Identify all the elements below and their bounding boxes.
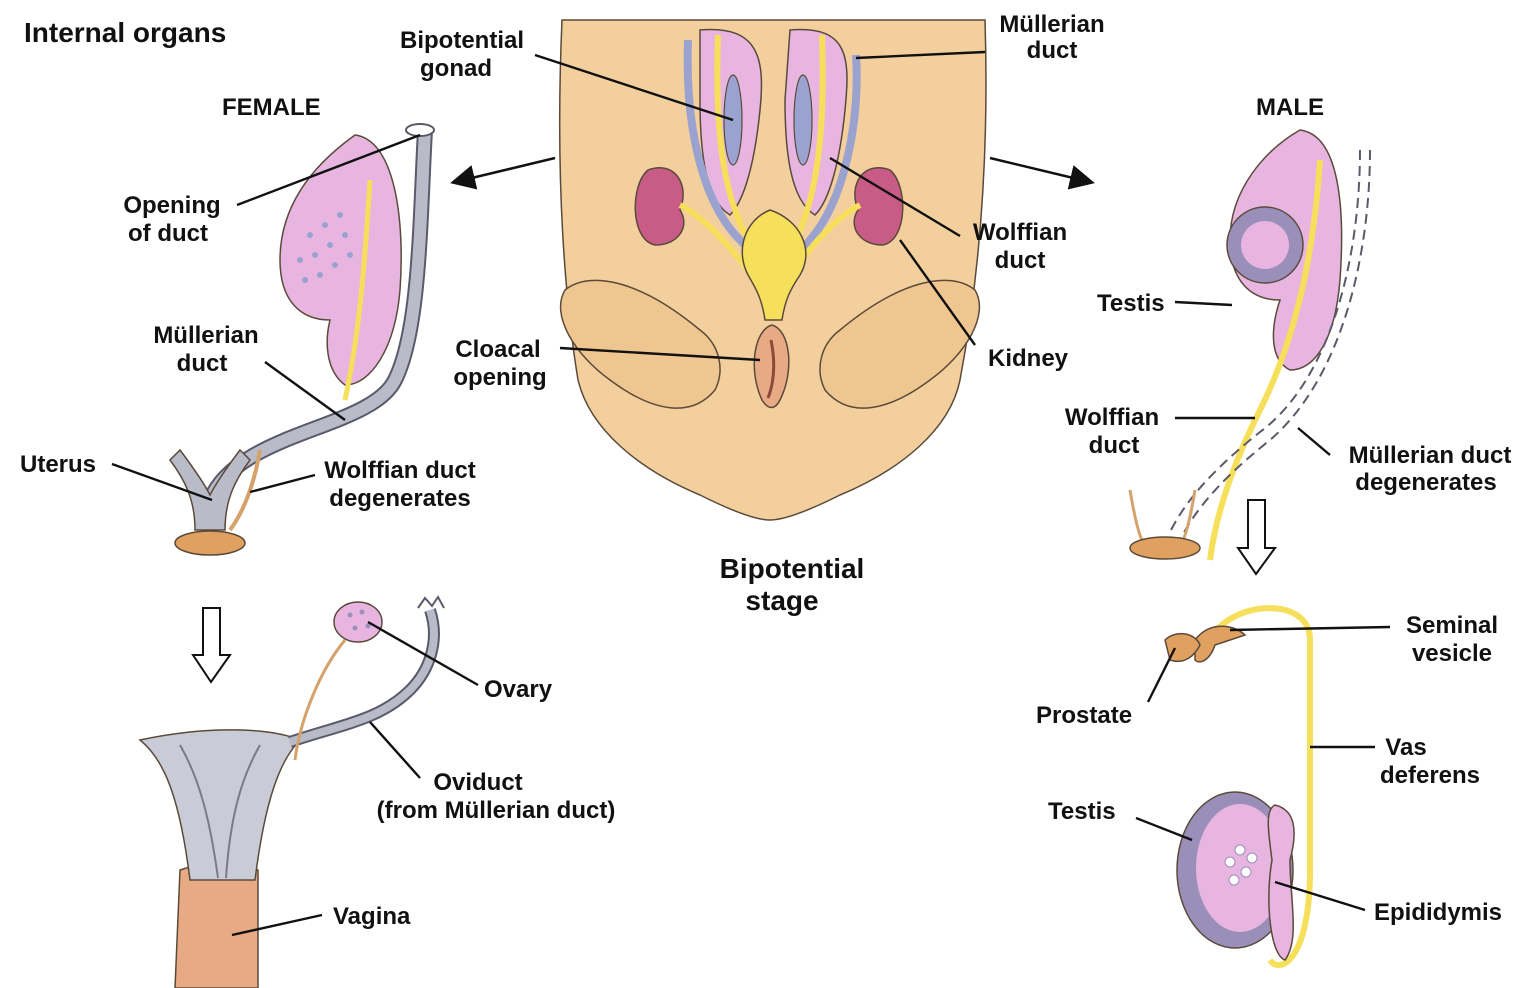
- label-oviduct-1: Oviduct: [433, 769, 522, 796]
- male-down-arrow: [1238, 500, 1275, 574]
- label-ovary: Ovary: [484, 676, 553, 703]
- label-mullerian-degenerates-1: Müllerian duct: [1349, 442, 1512, 469]
- oviduct-fimbriae: [418, 597, 444, 608]
- label-wolffian-center-1: Wolffian: [973, 219, 1067, 246]
- label-wolffian-degenerates-1: Wolffian duct: [324, 457, 476, 484]
- arrow-to-female: [455, 158, 555, 182]
- label-seminal-vesicle-1: Seminal: [1406, 612, 1498, 639]
- uterus-shape: [140, 730, 300, 880]
- label-cloacal-opening-1: Cloacal: [455, 336, 540, 363]
- male-adult-illustration: [1165, 608, 1310, 965]
- male-testis-early-core: [1241, 221, 1289, 269]
- label-mullerian-female-2: duct: [177, 350, 228, 377]
- female-header: FEMALE: [222, 94, 321, 121]
- male-header: MALE: [1256, 94, 1324, 121]
- vagina-shape: [175, 863, 258, 988]
- label-wolffian-male-2: duct: [1089, 432, 1140, 459]
- label-uterus: Uterus: [20, 451, 96, 478]
- label-vas-deferens-2: deferens: [1380, 762, 1480, 789]
- right-gonad-core: [794, 75, 812, 165]
- arrow-to-male: [990, 158, 1090, 182]
- label-opening-of-duct-1: Opening: [123, 192, 220, 219]
- label-wolffian-center-2: duct: [995, 247, 1046, 274]
- female-down-arrow: [193, 608, 230, 682]
- label-kidney: Kidney: [988, 345, 1069, 372]
- male-early-illustration: [1130, 130, 1370, 560]
- label-testis-bottom: Testis: [1048, 798, 1116, 825]
- label-opening-of-duct-2: of duct: [128, 220, 208, 247]
- center-caption-line2: stage: [745, 585, 818, 616]
- label-vagina: Vagina: [333, 903, 411, 930]
- label-wolffian-degenerates-2: degenerates: [329, 485, 470, 512]
- label-mullerian-top-2: duct: [1027, 37, 1078, 64]
- label-prostate: Prostate: [1036, 702, 1132, 729]
- label-mullerian-top-1: Müllerian: [999, 11, 1104, 38]
- label-seminal-vesicle-2: vesicle: [1412, 640, 1492, 667]
- epididymis-shape: [1268, 805, 1294, 960]
- label-bipotential-gonad-2: gonad: [420, 55, 492, 82]
- label-wolffian-male-1: Wolffian: [1065, 404, 1159, 431]
- diagram-title: Internal organs: [24, 17, 226, 48]
- center-caption-line1: Bipotential: [720, 553, 865, 584]
- ovary-shape: [334, 602, 382, 642]
- label-cloacal-opening-2: opening: [453, 364, 546, 391]
- label-epididymis: Epididymis: [1374, 899, 1502, 926]
- female-duct-opening: [406, 124, 434, 136]
- label-mullerian-degenerates-2: degenerates: [1355, 469, 1496, 496]
- label-oviduct-2: (from Müllerian duct): [377, 797, 616, 824]
- label-vas-deferens-1: Vas: [1385, 734, 1426, 761]
- label-testis-top: Testis: [1097, 290, 1165, 317]
- label-bipotential-gonad-1: Bipotential: [400, 27, 524, 54]
- seminal-vesicle-shape: [1195, 626, 1245, 662]
- right-kidney: [854, 168, 903, 245]
- male-urogenital-sinus: [1130, 537, 1200, 559]
- left-kidney: [635, 168, 684, 245]
- female-urogenital-sinus: [175, 531, 245, 555]
- label-mullerian-female-1: Müllerian: [153, 322, 258, 349]
